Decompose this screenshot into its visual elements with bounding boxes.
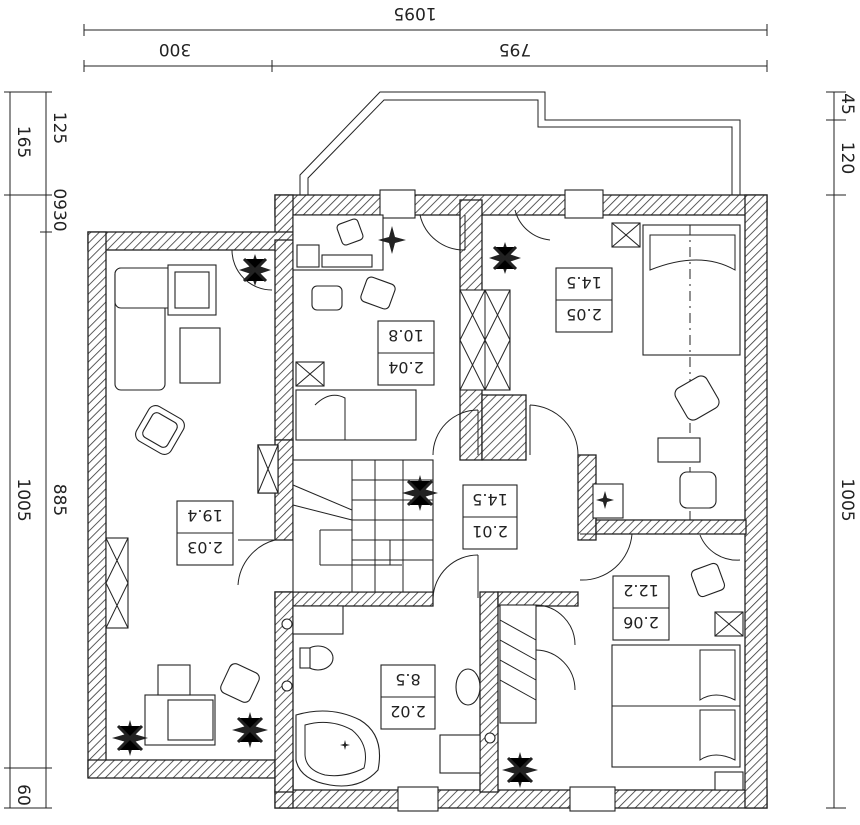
plant-icon [596, 491, 614, 509]
plant-icon [402, 475, 438, 511]
bathroom-fixtures [281, 605, 496, 787]
room-2-06-furniture [499, 562, 744, 791]
dim-top-total: 1095 [393, 3, 436, 23]
svg-text:14.5: 14.5 [472, 490, 508, 509]
staircase [292, 459, 434, 593]
room-2-04-furniture [292, 214, 417, 441]
room-label-2-03: 2.03 19.4 [176, 500, 234, 566]
svg-text:2.03: 2.03 [187, 538, 223, 557]
dimension-lines [4, 24, 846, 809]
bay-balcony [299, 91, 741, 195]
plant-icon [232, 712, 268, 748]
dim-top-right: 795 [499, 39, 531, 59]
room-2-05-furniture [592, 222, 741, 520]
plant-icon [340, 740, 350, 750]
dim-left-bottom: 60 [13, 784, 33, 806]
plant-icon [239, 254, 271, 286]
room-2-03-furniture [114, 264, 260, 746]
svg-text:2.04: 2.04 [388, 358, 424, 377]
room-label-2-04: 2.04 10.8 [377, 320, 435, 386]
dim-left-1: 165 [13, 126, 33, 158]
plant-icon [489, 242, 521, 274]
svg-text:2.06: 2.06 [623, 613, 659, 632]
plant-icons [112, 226, 614, 788]
dim-left-inner: 885 [49, 484, 69, 516]
svg-text:2.01: 2.01 [472, 522, 508, 541]
room-label-2-06: 2.06 12.2 [612, 575, 670, 641]
windows [105, 189, 616, 812]
dim-right-1: 45 [837, 93, 857, 115]
svg-text:19.4: 19.4 [187, 506, 223, 525]
dim-left-3: 0930 [49, 188, 69, 231]
svg-text:10.8: 10.8 [388, 326, 424, 345]
svg-text:2.02: 2.02 [390, 702, 426, 721]
doors [231, 209, 741, 599]
svg-text:2.05: 2.05 [566, 305, 602, 324]
dimension-labels: 1095 300 795 165 125 0930 1005 885 60 45… [13, 3, 857, 806]
room-label-2-05: 2.05 14.5 [555, 267, 613, 333]
svg-text:14.5: 14.5 [566, 273, 602, 292]
dim-left-main: 1005 [13, 478, 33, 521]
plant-icon [502, 752, 538, 788]
room-label-2-01: 2.01 14.5 [462, 484, 518, 550]
plant-icon [378, 226, 406, 254]
room-labels: 2.01 14.5 2.02 8.5 2.03 19.4 2.04 10.8 [176, 267, 670, 730]
plant-icon [112, 720, 148, 756]
wardrobes [257, 289, 511, 494]
svg-text:8.5: 8.5 [395, 670, 420, 689]
dim-top-left: 300 [159, 39, 191, 59]
dim-left-2: 125 [49, 112, 69, 144]
dim-right-2: 120 [837, 142, 857, 174]
svg-text:12.2: 12.2 [623, 581, 659, 600]
room-label-2-02: 2.02 8.5 [380, 664, 436, 730]
dim-right-main: 1005 [837, 478, 857, 521]
